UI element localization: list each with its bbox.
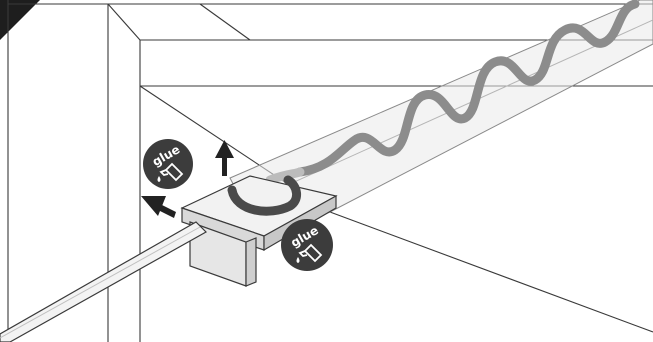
corner-marker [0,0,40,40]
cable-loop [227,175,301,216]
glue-badge: glue [280,218,334,272]
glue-badge: glue [142,138,194,190]
arrow-up-icon [215,140,234,176]
mounting-clip [180,175,338,287]
rod [0,221,207,342]
led-cable [295,0,640,177]
glue-bottle-icon [298,243,323,263]
cabinet-frame [7,0,653,342]
glue-bottle-icon [159,162,184,182]
arrow-left-icon [141,196,176,218]
